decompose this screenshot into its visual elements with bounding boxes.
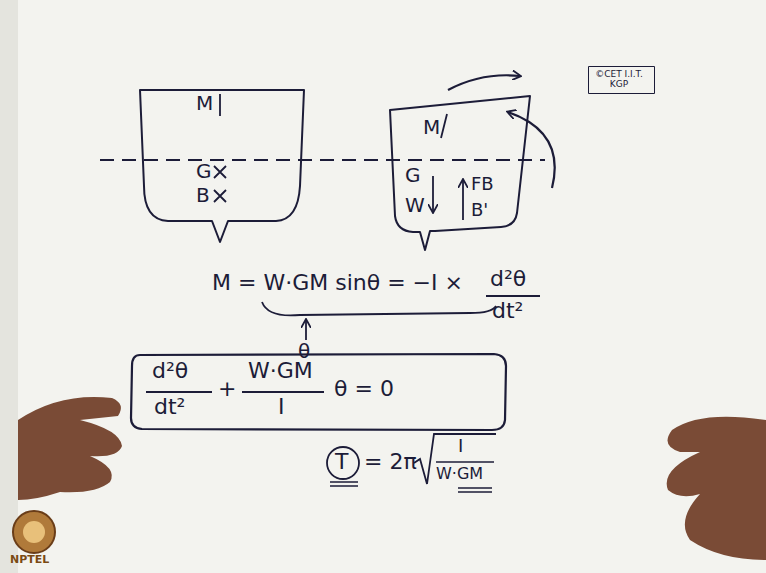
node-text: W [405, 194, 425, 217]
logo-text: NPTEL [10, 554, 49, 567]
numerator: I [458, 436, 463, 457]
fraction-bar [486, 295, 540, 297]
boxed-equation: d²θdt²+W·GMIθ = 0 [128, 352, 508, 432]
node-text: M [196, 92, 213, 115]
restoring-arrow [508, 112, 555, 188]
node-text: G [196, 160, 212, 183]
denominator: dt² [492, 298, 523, 323]
fraction-bar [436, 461, 494, 463]
node-text: B [196, 184, 210, 207]
stamp-box: ©CET I.I.T. KGP [588, 66, 655, 94]
hull-heeled: M GW FB B' [385, 88, 535, 253]
node-text: ©CET I.I.T. KGP [591, 69, 647, 90]
logo-emblem [23, 521, 45, 543]
circle-mark [327, 447, 359, 479]
node-text: FB [471, 174, 494, 195]
force-arrow [462, 180, 464, 220]
hull-upright: M GB [138, 86, 308, 246]
outline [131, 354, 506, 430]
outline [140, 90, 304, 242]
heel-arrow [448, 75, 520, 90]
mark [146, 391, 212, 393]
logo-emblem [13, 511, 55, 553]
approx-arrow [305, 320, 307, 340]
node-text: M [423, 116, 440, 139]
underline [458, 488, 492, 492]
mark [441, 114, 447, 138]
underbrace [262, 302, 496, 315]
sqrt-sign [414, 434, 496, 484]
hand [667, 417, 766, 560]
node-outline [138, 86, 308, 246]
moment-equation: M = W·GM sinθ = −I × [212, 270, 463, 295]
node-text: I [278, 394, 285, 419]
angle-symbol: θ [298, 340, 310, 363]
node-text: G [405, 164, 421, 187]
outline [589, 67, 655, 94]
waterline [100, 159, 545, 161]
node-text: + [218, 376, 236, 401]
mark [214, 166, 226, 178]
node-text: dt² [154, 394, 185, 419]
numerator: d²θ [490, 266, 526, 291]
mark [219, 94, 221, 116]
hand [18, 397, 122, 500]
underline [330, 482, 358, 486]
node-text: d²θ [152, 358, 188, 383]
force-arrow [432, 176, 434, 212]
equation-part: = 2π [364, 449, 417, 474]
mark [214, 190, 226, 202]
mark [242, 391, 324, 393]
node-text: B' [471, 200, 488, 221]
outline [390, 96, 530, 250]
period-symbol: T [335, 449, 348, 474]
node-text: θ = 0 [334, 376, 394, 401]
denominator: W·GM [436, 465, 483, 483]
